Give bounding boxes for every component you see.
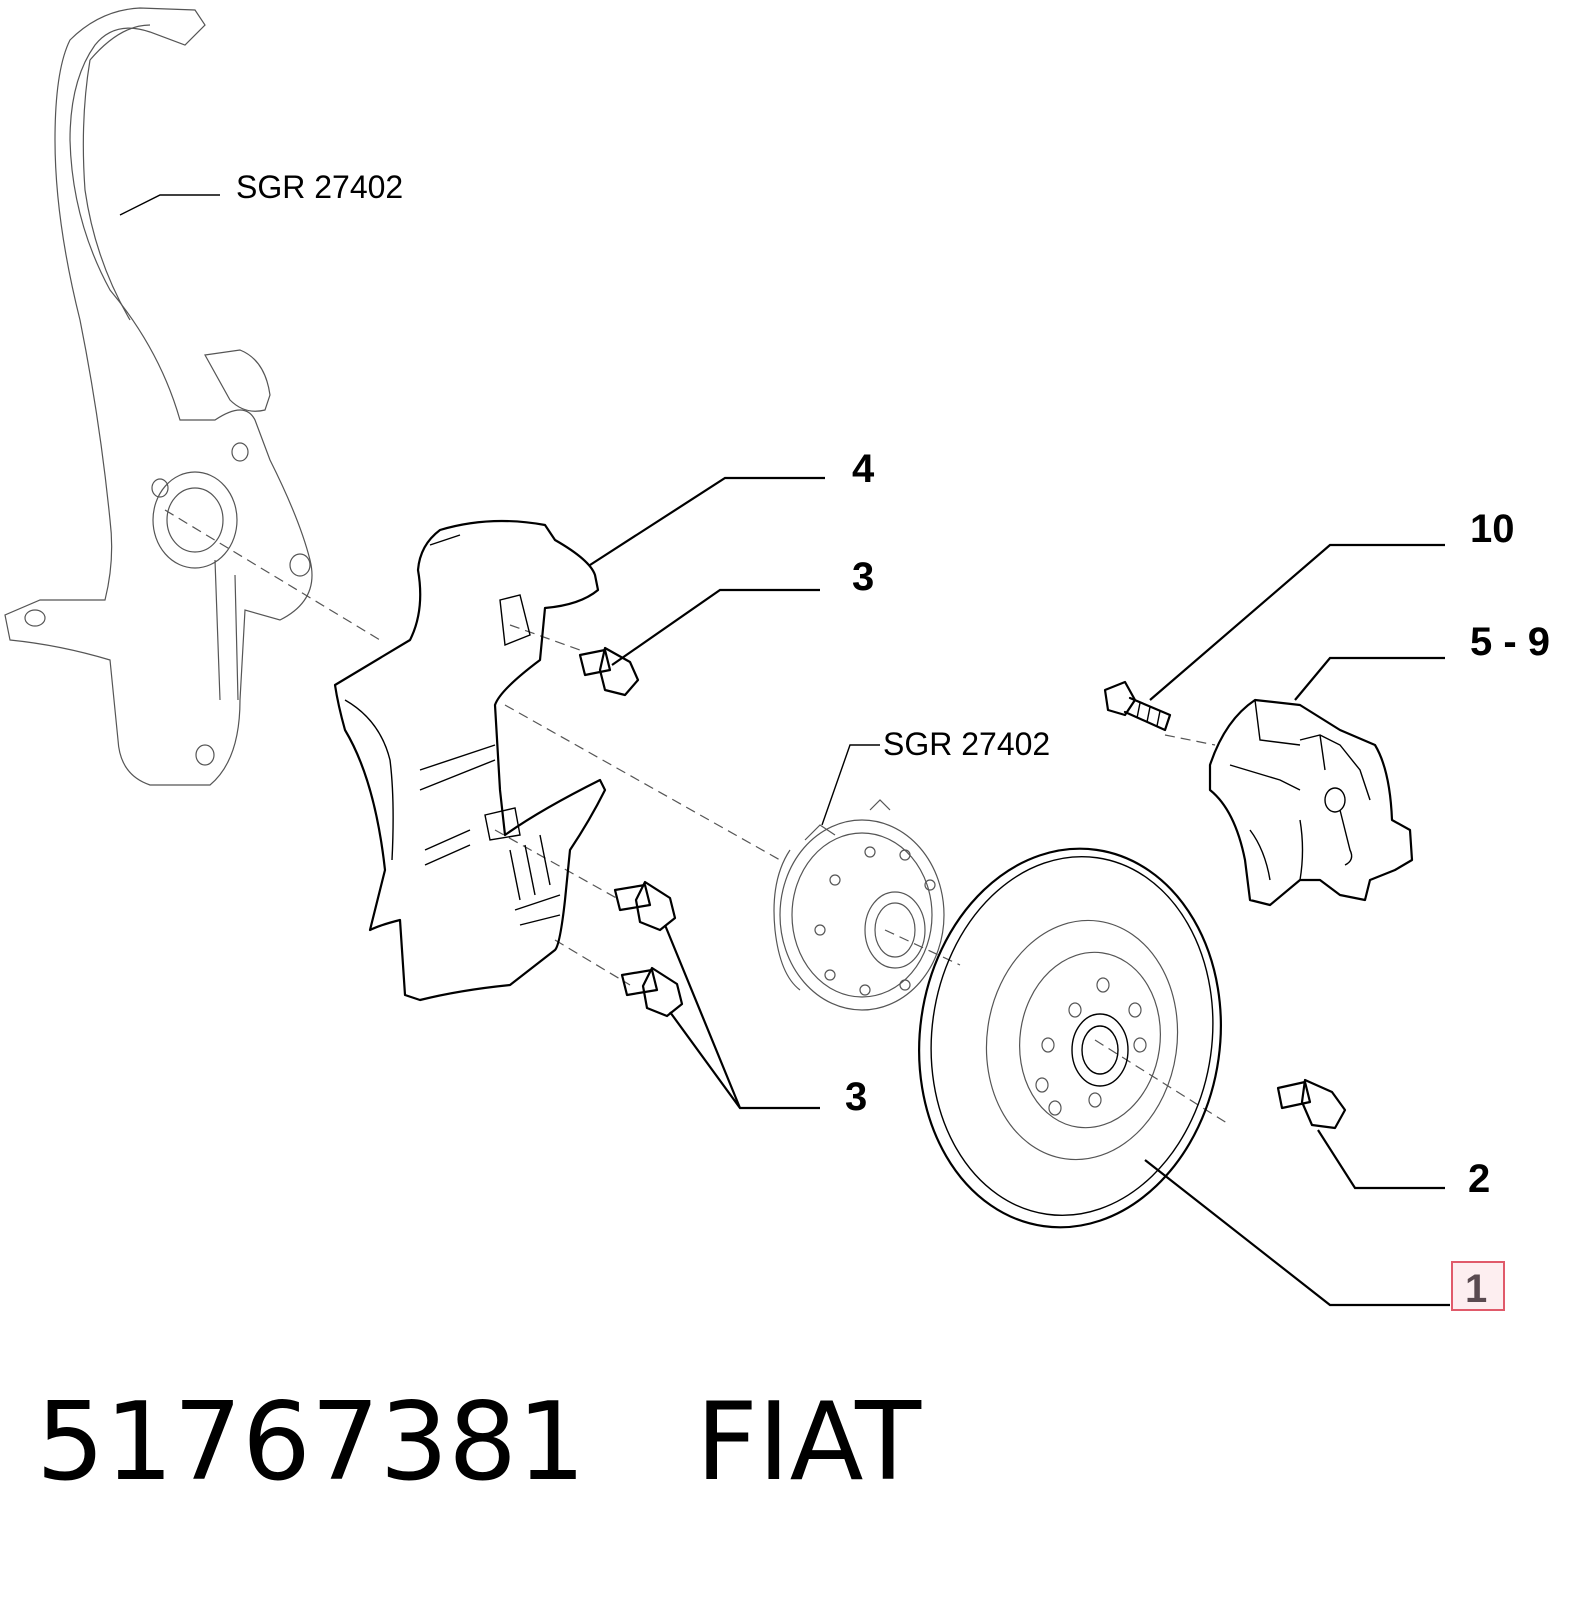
disc-bolt <box>1276 1078 1347 1130</box>
brake-disc <box>918 847 1222 1229</box>
brake-caliper <box>1208 698 1414 907</box>
callout-10: 10 <box>1470 507 1515 551</box>
callout-3-top-leader <box>611 588 820 666</box>
callout-5-9-leader <box>1294 656 1445 701</box>
hub-ref-label: SGR 27402 <box>883 726 1050 762</box>
callout-3-bottom-leader <box>663 924 820 1110</box>
callout-3-bottom: 3 <box>845 1075 867 1119</box>
callout-10-leader <box>1149 543 1445 701</box>
callout-4: 4 <box>852 447 875 491</box>
callout-5-9: 5 - 9 <box>1470 620 1550 664</box>
caliper-bolt <box>1103 680 1172 732</box>
brand-name: FIAT <box>695 1380 922 1505</box>
callout-1-highlight <box>1451 1261 1505 1311</box>
wheel-hub <box>773 799 945 1011</box>
part-number: 51767381 <box>36 1380 586 1505</box>
knuckle-ref-leader <box>119 194 220 216</box>
assembly-axis-lines <box>164 509 1231 1126</box>
shield-bolt-middle <box>613 880 677 932</box>
callout-3-top: 3 <box>852 555 874 599</box>
callout-2-leader <box>1317 1129 1445 1190</box>
shield-bolt-top <box>578 646 640 697</box>
hub-ref-leader <box>821 744 880 826</box>
callout-4-leader <box>589 476 825 566</box>
callout-1-leader <box>1144 1159 1450 1307</box>
callout-2: 2 <box>1468 1157 1490 1201</box>
dust-shield <box>333 519 607 1002</box>
knuckle-ref-label: SGR 27402 <box>236 169 403 205</box>
callout-1: 1 <box>1465 1267 1487 1311</box>
shield-bolt-lower <box>620 966 684 1018</box>
steering-knuckle <box>4 7 313 786</box>
footer: 51767381 FIAT <box>36 1378 921 1508</box>
